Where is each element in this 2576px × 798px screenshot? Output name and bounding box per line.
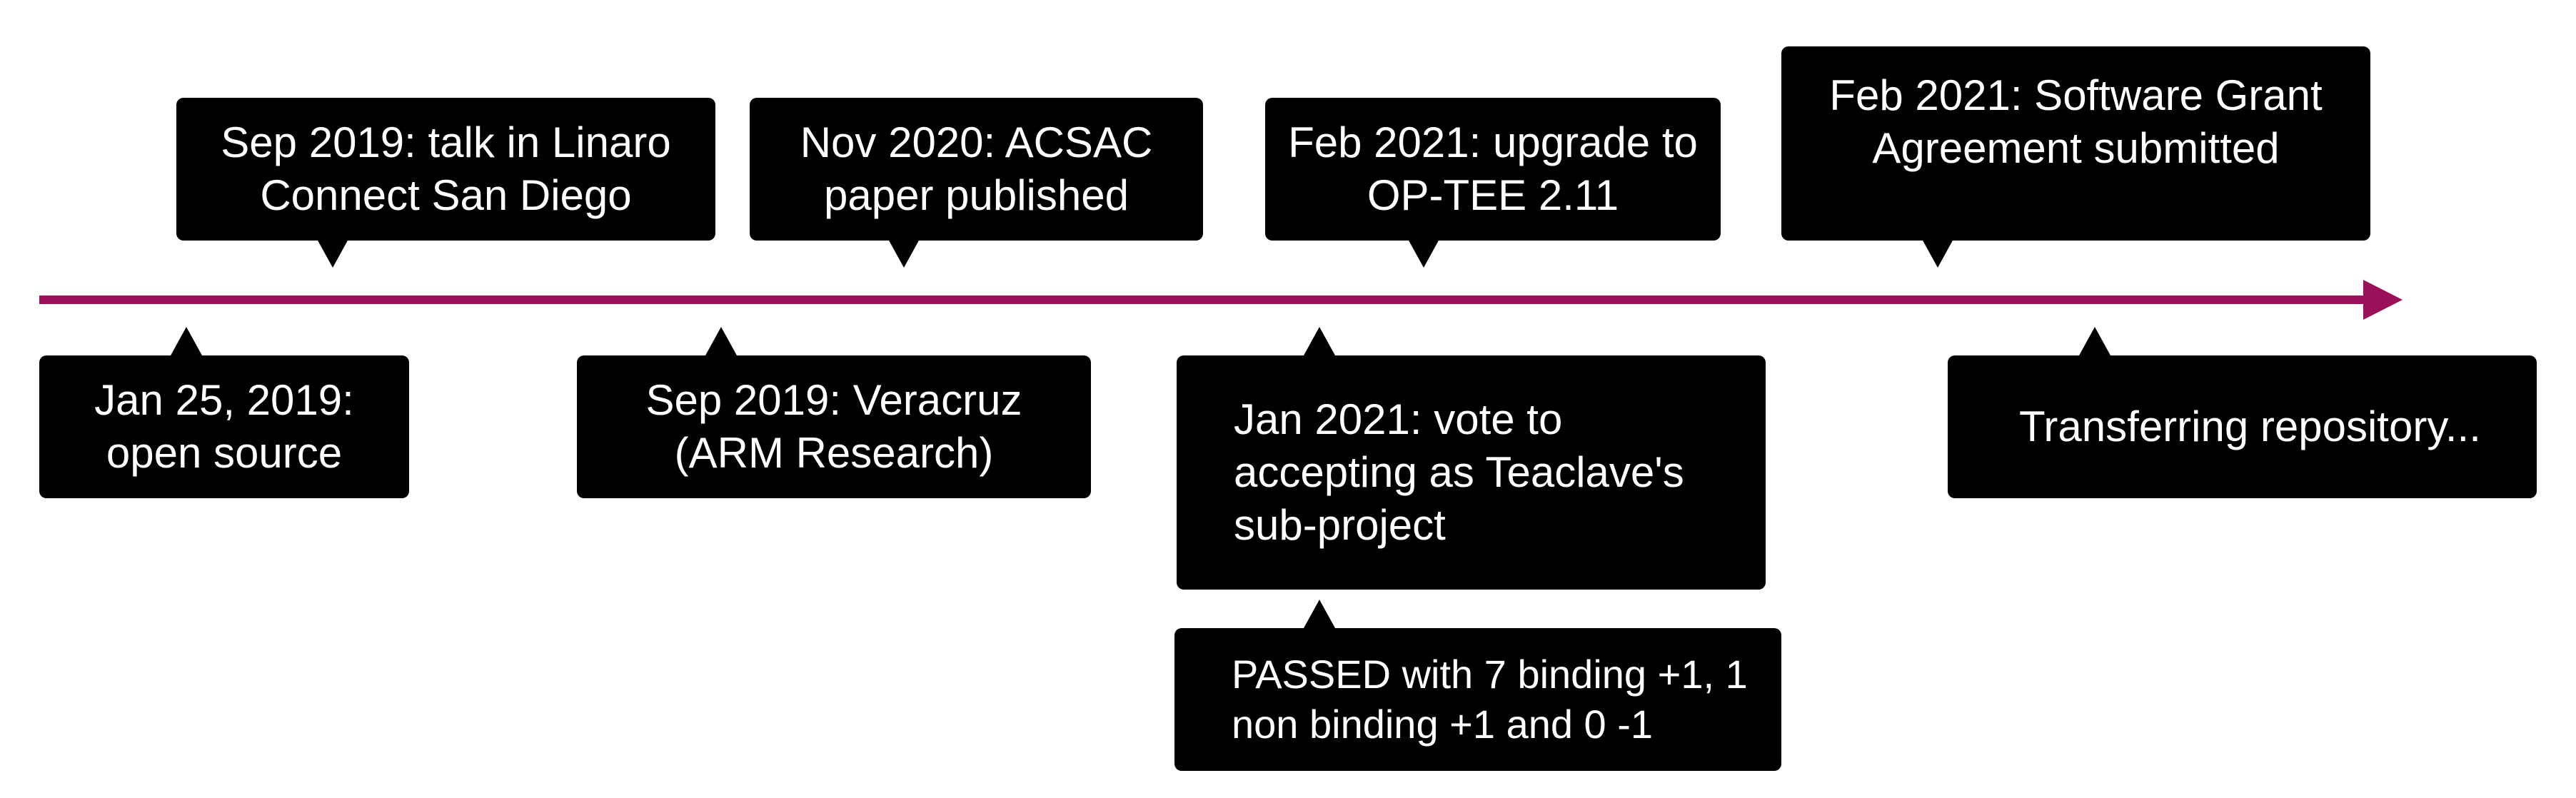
event-pointer-teaclave-vote <box>1304 327 1335 355</box>
event-text-teaclave-vote: Jan 2021: vote to accepting as Teaclave'… <box>1234 395 1684 549</box>
event-box-software-grant: Feb 2021: Software Grant Agreement submi… <box>1781 46 2370 241</box>
event-box-linaro-talk: Sep 2019: talk in Linaro Connect San Die… <box>176 98 715 241</box>
event-box-open-source: Jan 25, 2019: open source <box>39 355 409 498</box>
event-pointer-linaro-talk <box>317 239 348 268</box>
event-text-vote-result: PASSED with 7 binding +1, 1 non binding … <box>1232 652 1748 747</box>
event-box-transferring: Transferring repository... <box>1948 355 2537 498</box>
event-pointer-software-grant <box>1922 239 1953 268</box>
event-pointer-transferring <box>2079 327 2110 355</box>
event-pointer-vote-result <box>1304 600 1335 628</box>
event-pointer-optee-upgrade <box>1408 239 1439 268</box>
event-box-acsac-paper: Nov 2020: ACSAC paper published <box>750 98 1203 241</box>
event-pointer-veracruz <box>705 327 737 355</box>
event-box-teaclave-vote: Jan 2021: vote to accepting as Teaclave'… <box>1177 355 1766 590</box>
event-text-open-source: Jan 25, 2019: open source <box>94 376 354 477</box>
event-text-veracruz: Sep 2019: Veracruz (ARM Research) <box>645 376 1022 477</box>
event-box-optee-upgrade: Feb 2021: upgrade to OP-TEE 2.11 <box>1265 98 1721 241</box>
event-box-vote-result: PASSED with 7 binding +1, 1 non binding … <box>1174 628 1781 771</box>
event-text-optee-upgrade: Feb 2021: upgrade to OP-TEE 2.11 <box>1288 118 1698 219</box>
event-text-software-grant: Feb 2021: Software Grant Agreement submi… <box>1829 71 2323 172</box>
event-pointer-acsac-paper <box>888 239 920 268</box>
event-text-acsac-paper: Nov 2020: ACSAC paper published <box>800 118 1153 219</box>
event-box-veracruz: Sep 2019: Veracruz (ARM Research) <box>577 355 1091 498</box>
event-pointer-open-source <box>171 327 202 355</box>
event-text-transferring: Transferring repository... <box>2019 403 2481 450</box>
timeline-arrowhead <box>2363 280 2403 320</box>
event-text-linaro-talk: Sep 2019: talk in Linaro Connect San Die… <box>221 118 671 219</box>
